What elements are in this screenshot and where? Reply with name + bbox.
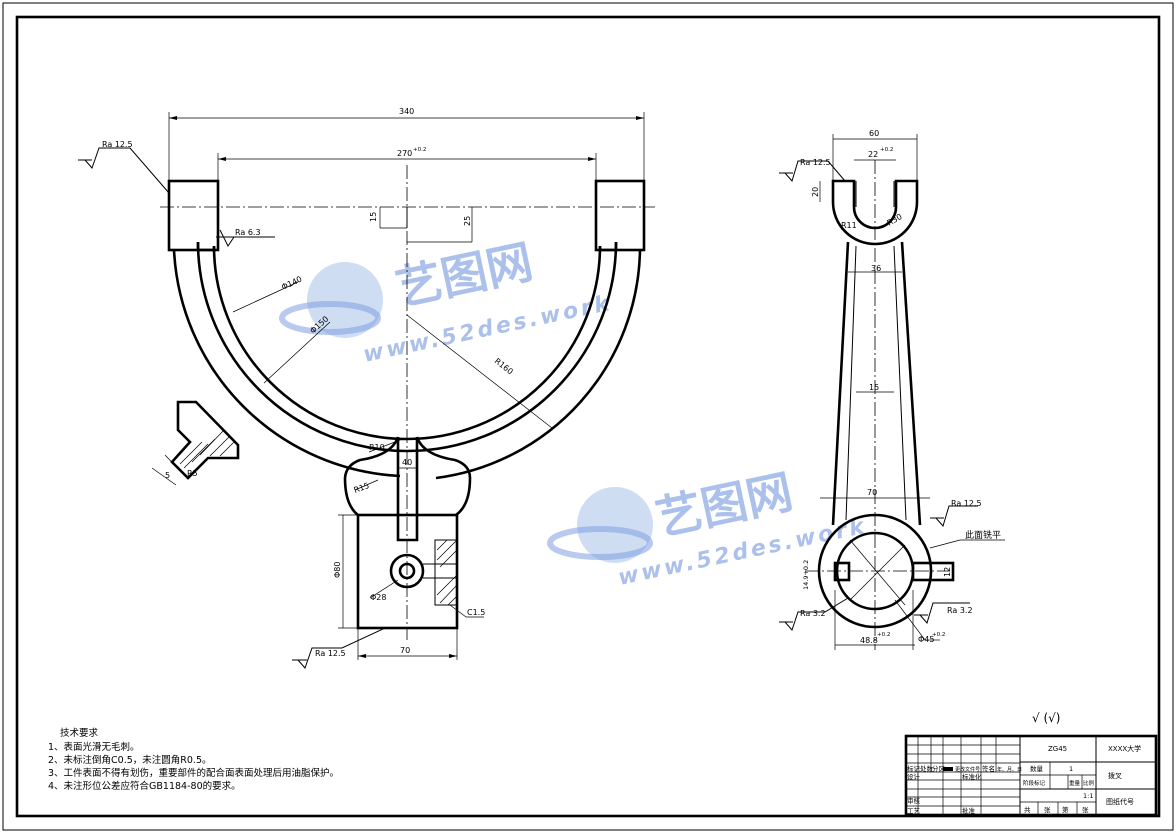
tech-title: 技术要求 [60,727,99,739]
dim-80: Φ80 [333,562,342,578]
tb-header-doc: 更改文件号 [955,766,980,773]
tech-item-3: 3、工件表面不得有划伤，重要部件的配合面表面处理后用油脂保护。 [48,767,339,779]
tb-header-mark: 标记 [907,764,921,773]
tb-review: 审核 [907,796,921,805]
title-block: 标记 处数 分区 更改文件号 签名 年、月、日 设计 标准化 审核 工艺 批准 … [904,734,1158,817]
tb-scale-label: 比例 [1083,779,1095,787]
tb-sheet-3: 第 [1062,805,1069,814]
svg-text:Ra 12.5: Ra 12.5 [102,140,133,149]
tb-header-date: 年、月、日 [997,766,1022,773]
section-dim-r5: R5 [187,469,198,478]
front-view: 340 270 +0.2 15 25 Φ140 Φ150 R160 R10 40 [78,107,655,669]
roughness-left-pad: Ra 12.5 [78,140,170,194]
dim-270-tol: +0.2 [413,147,426,153]
side-dim-36: 36 [871,264,881,273]
side-dim-70: 70 [867,488,877,497]
svg-text:Ra 6.3: Ra 6.3 [235,228,261,237]
dim-r160: R160 [493,356,515,376]
side-dim-12: 12 [943,567,952,577]
svg-text:Ra 12.5: Ra 12.5 [800,158,831,167]
dim-70-base: 70 [400,646,410,655]
tech-item-1: 1、表面光滑无毛刺。 [48,741,140,753]
tb-qty-label: 数量 [1030,764,1044,773]
roughness-side-right: Ra 3.2 [914,602,973,625]
tb-scale-value: 1:1 [1083,792,1093,800]
tb-header-sign: 签名 [982,764,995,773]
dim-340: 340 [399,107,414,116]
side-dim-vert-tol: 14.9+0.2 [802,560,810,590]
roughness-general: √ (√) [1032,711,1060,725]
tb-drawing-no: 图纸代号 [1106,797,1134,806]
dim-dia-28: Φ28 [370,593,386,602]
tb-weight-label: 重量 [1069,779,1081,787]
watermark-top: 艺图网 www.52des.work [279,234,614,368]
tb-sheet-2: 张 [1044,805,1051,814]
dim-r15: R15 [353,481,371,495]
tb-header-zone: 分区 [932,764,946,773]
tb-part-name: 拨叉 [1108,771,1122,780]
tech-item-2: 2、未标注倒角C0.5，未注圆角R0.5。 [48,754,212,766]
svg-text:Ra 12.5: Ra 12.5 [315,649,346,658]
side-dim-45: Φ45 [918,635,934,644]
removed-section: 5 R5 [151,400,240,486]
inner-frame [15,15,1161,818]
side-dim-r11: R11 [841,221,857,230]
side-dim-60: 60 [869,129,879,138]
tb-sheet-4: 张 [1082,805,1089,814]
tb-qty-value: 1 [1069,765,1073,773]
dim-dia-140: Φ140 [280,275,303,292]
tb-header-count: 处数 [920,764,934,773]
tb-designer: 设计 [907,772,921,781]
tb-sheet-1: 共 [1024,805,1031,814]
roughness-side-top: Ra 12.5 [779,158,846,183]
side-dim-15: 15 [869,383,879,392]
tb-process: 工艺 [907,807,921,815]
tb-school: XXXX大学 [1108,744,1141,753]
tb-stage-label: 阶段标记 [1023,779,1046,787]
tech-requirements: 技术要求 1、表面光滑无毛刺。 2、未标注倒角C0.5，未注圆角R0.5。 3、… [48,727,339,792]
svg-text:Ra 3.2: Ra 3.2 [947,606,973,615]
dim-270: 270 [397,149,412,158]
side-dim-20: 20 [811,187,820,197]
roughness-side-hub: Ra 12.5 [930,499,982,528]
roughness-side-left: Ra 3.2 [779,597,849,631]
tech-item-4: 4、未注形位公差应符合GB1184-80的要求。 [48,780,241,792]
watermark-bottom: 艺图网 www.52des.work [547,464,869,591]
roughness-inner-pad: Ra 6.3 [216,228,275,247]
side-view: 60 22 +0.2 20 R11 R30 36 15 70 此面铣平 12 1… [779,129,1005,650]
side-dim-22-tol: +0.2 [880,147,893,153]
side-flat-note: 此面铣平 [965,529,1001,541]
side-dim-48: 48.8 [860,636,878,645]
dim-25: 25 [463,216,472,226]
svg-text:Ra 3.2: Ra 3.2 [800,609,826,618]
side-dim-22: 22 [868,150,878,159]
dim-15: 15 [369,212,378,222]
dim-r10: R10 [369,443,385,452]
side-dim-r30: R30 [886,212,904,228]
side-dim-48-tol: +0.2 [877,632,890,638]
tb-material: ZG45 [1048,745,1067,753]
svg-text:Ra 12.5: Ra 12.5 [951,499,982,508]
dim-40: 40 [402,458,412,467]
roughness-base: Ra 12.5 [292,627,386,669]
tb-standard: 标准化 [962,772,982,781]
section-dim-5: 5 [165,471,170,480]
dim-c15: C1.5 [467,608,485,617]
side-dim-45-tol: +0.2 [932,632,945,638]
tb-approve: 批准 [962,806,976,815]
watermark-brand-top: 艺图网 [391,234,537,316]
